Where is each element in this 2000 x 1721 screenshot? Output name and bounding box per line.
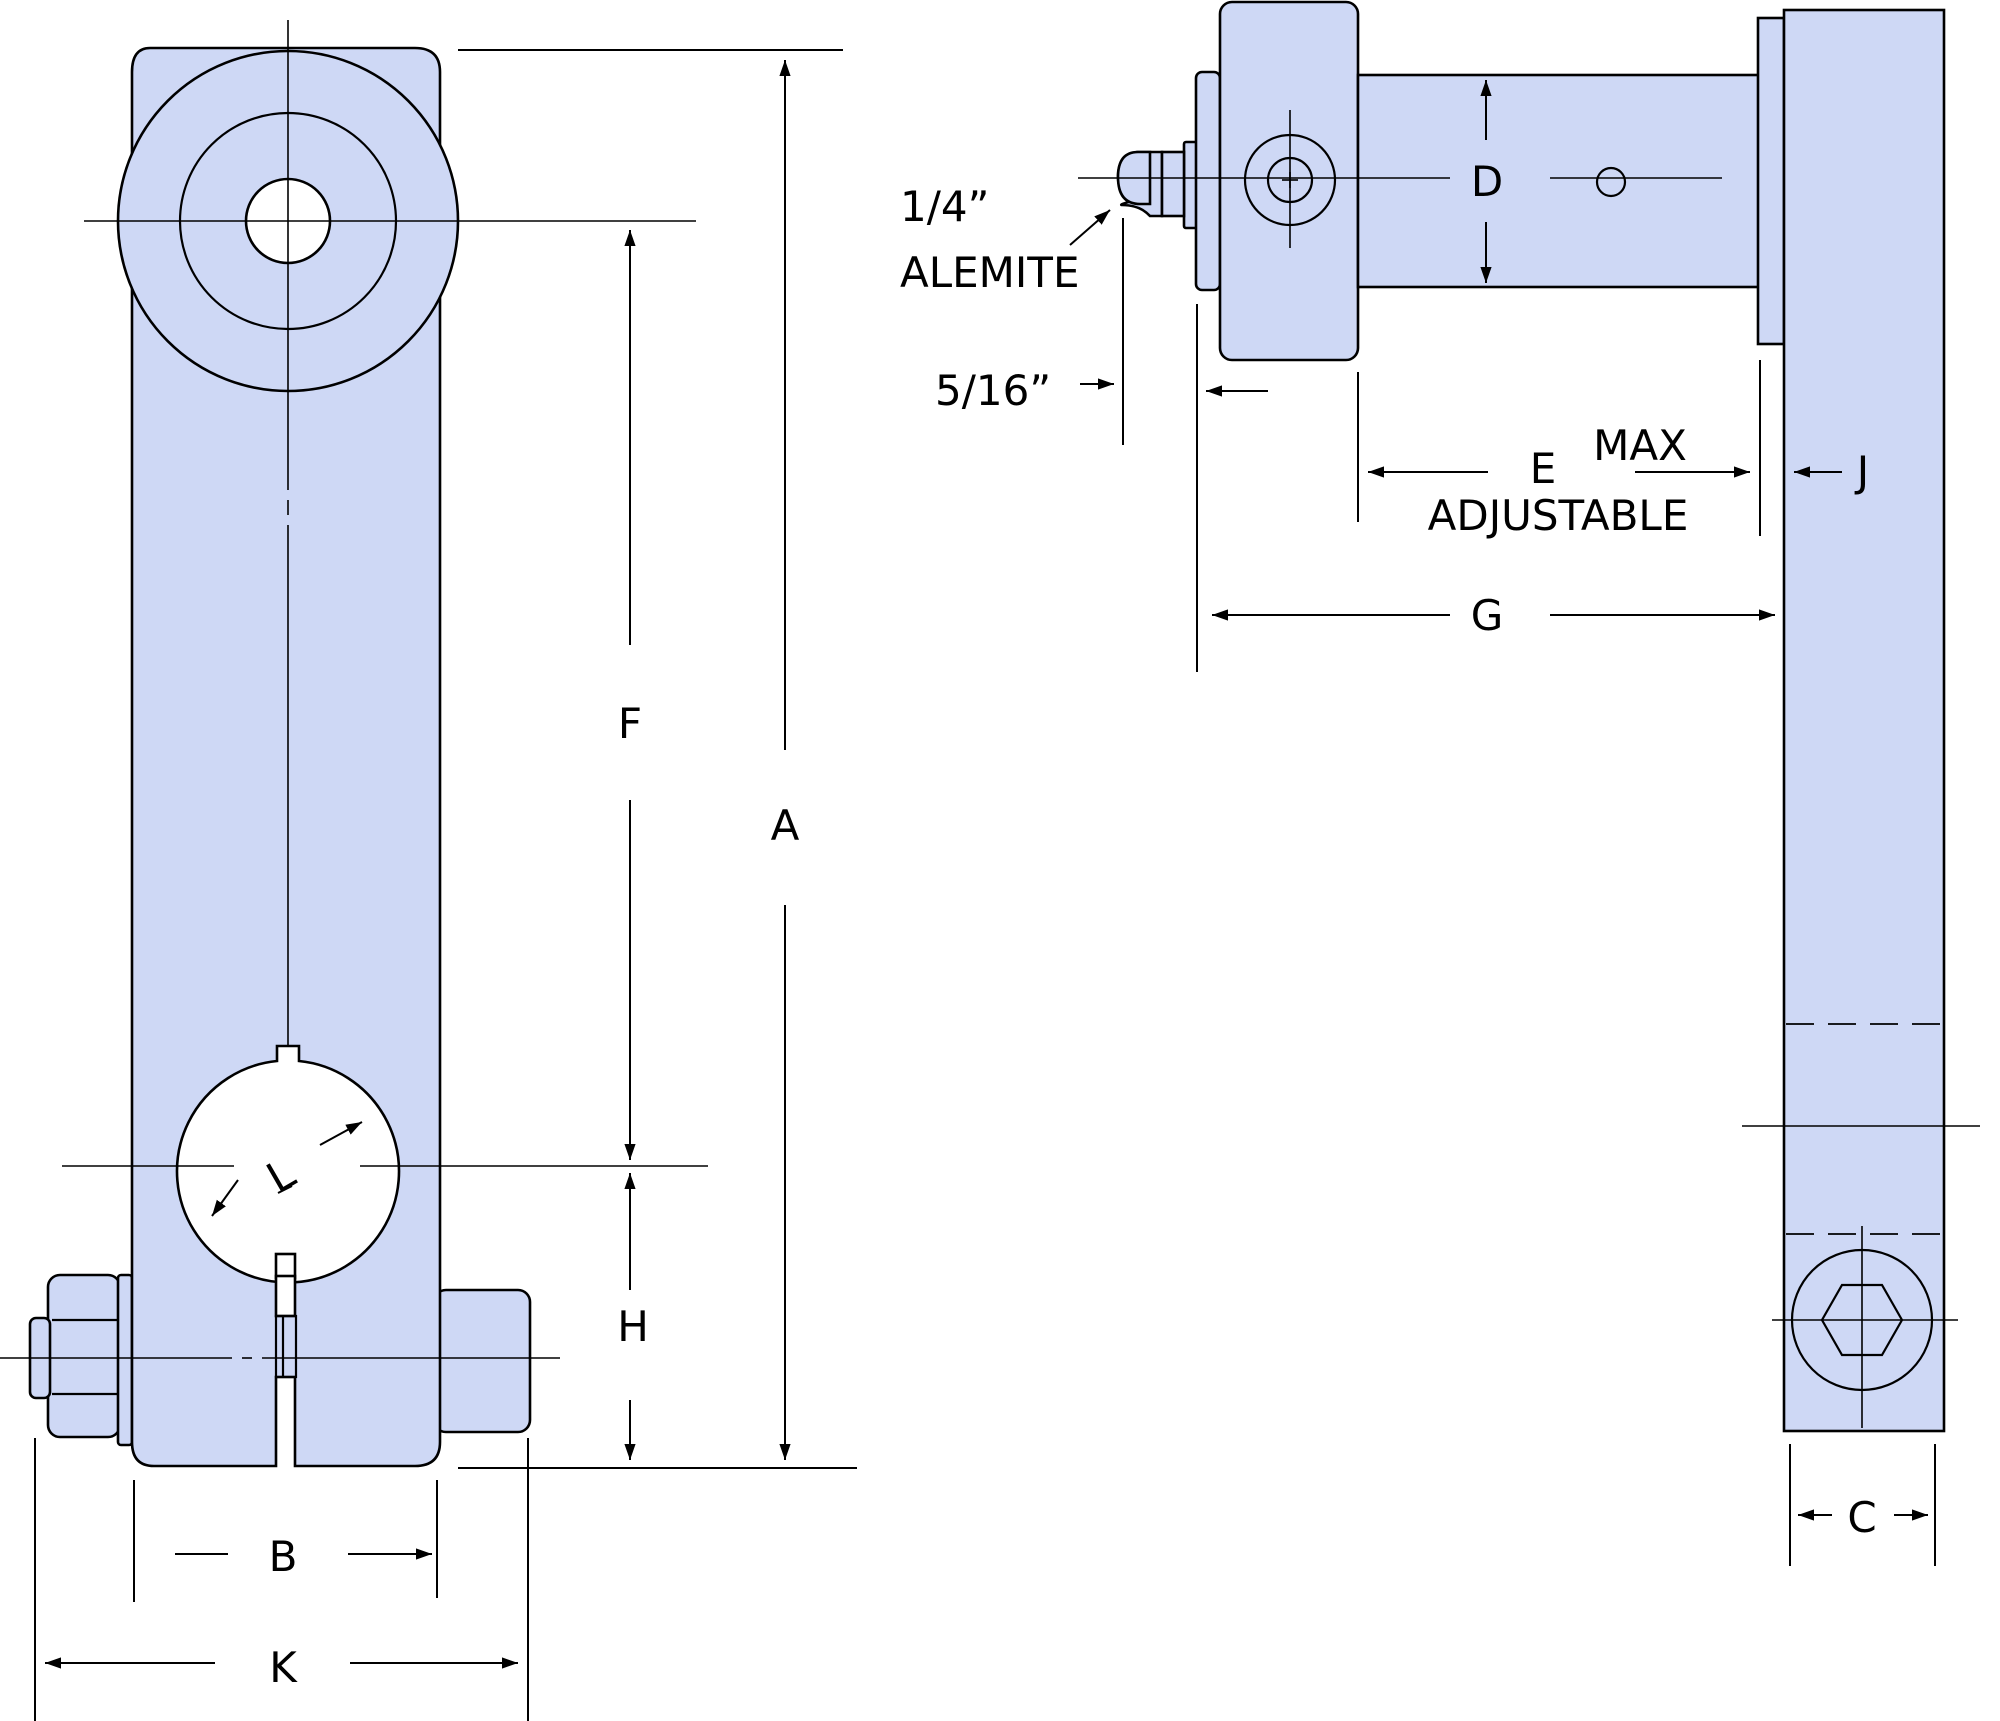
- label-c: C: [1847, 1493, 1876, 1542]
- label-k: K: [269, 1643, 298, 1692]
- clamp-slot: [274, 1274, 297, 1318]
- shaft: [1356, 73, 1762, 289]
- label-adjustable: ADJUSTABLE: [1428, 491, 1689, 540]
- front-view: A F H B K L: [0, 20, 857, 1721]
- label-e: E: [1530, 444, 1557, 493]
- roller-hub: [1218, 0, 1360, 362]
- label-h: H: [617, 1302, 649, 1351]
- hub-cap: [1194, 70, 1222, 292]
- lock-nut: [46, 1273, 122, 1439]
- fitting-base: [1160, 150, 1186, 218]
- label-offset: 5/16”: [935, 366, 1051, 415]
- label-g: G: [1471, 591, 1504, 640]
- label-a: A: [771, 801, 800, 850]
- label-fitting-name: ALEMITE: [900, 248, 1079, 297]
- shaft-pin-hole: [1595, 166, 1627, 198]
- label-j: J: [1854, 447, 1869, 496]
- arm-side: [1782, 8, 1946, 1433]
- label-max: MAX: [1593, 421, 1687, 470]
- lower-keyway: [274, 1252, 297, 1280]
- shaft-flange: [1756, 16, 1786, 346]
- washer: [116, 1273, 134, 1447]
- label-b: B: [269, 1532, 298, 1581]
- bolt-head: [432, 1288, 532, 1434]
- label-f: F: [618, 699, 642, 748]
- label-fitting-size: 1/4”: [900, 182, 989, 231]
- side-view: D 1/4” ALEMITE 5/16” E MAX ADJUSTABLE J …: [900, 0, 1980, 1566]
- bolt-shank: [274, 1314, 298, 1379]
- label-d: D: [1471, 157, 1503, 206]
